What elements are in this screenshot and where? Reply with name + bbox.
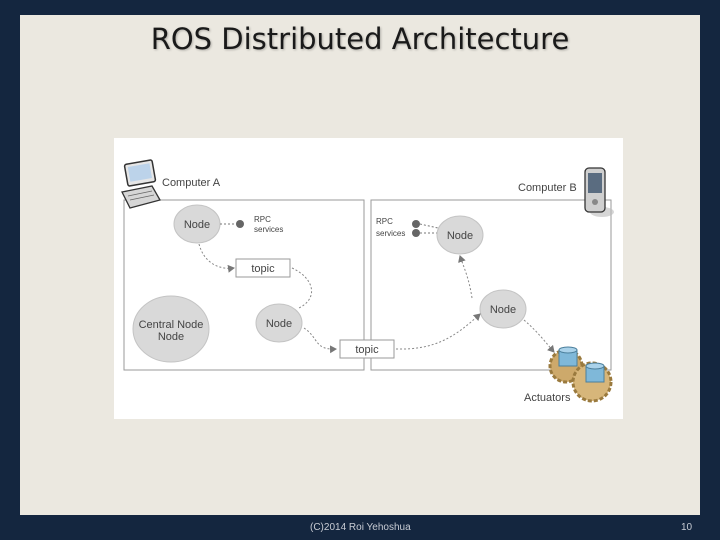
node-a-bottom: [255, 303, 303, 343]
node-b-top: [436, 215, 484, 255]
central-node-label-2: Node: [158, 331, 184, 343]
topic-a-label: topic: [251, 263, 275, 275]
flow-node-b-mid-to-actuators: [523, 319, 555, 353]
slide-number: 10: [681, 522, 693, 533]
node-b-mid: [479, 289, 527, 329]
central-node: [132, 295, 210, 363]
rpc-b-port-2: [412, 229, 420, 237]
rpc-a-port: [236, 220, 244, 228]
node-b-top-label: Node: [447, 230, 473, 242]
rpc-b-port-1: [412, 220, 420, 228]
computer-a-label: Computer A: [162, 177, 221, 189]
rpc-b-label-1: RPC: [376, 217, 393, 226]
laptop-icon: [121, 159, 161, 209]
slide-title: ROS Distributed Architecture: [150, 22, 570, 56]
pda-icon: [584, 167, 614, 217]
node-a-top-label: Node: [184, 219, 210, 231]
flow-node-b-top: [458, 255, 473, 299]
topic-b-label: topic: [355, 344, 379, 356]
diagram-canvas: Computer A Computer B Node RPC services …: [121, 159, 614, 404]
rpc-a-label-1: RPC: [254, 215, 271, 224]
central-node-label-1: Central Node: [139, 319, 204, 331]
flow-node-a-bottom-to-topic-b: [303, 327, 337, 354]
node-b-mid-label: Node: [490, 304, 516, 316]
node-a-bottom-label: Node: [266, 318, 292, 330]
actuators-label: Actuators: [524, 392, 571, 404]
computer-a-boundary: [123, 199, 365, 371]
rpc-b-label-2: services: [376, 229, 405, 238]
rpc-a-label-2: services: [254, 225, 283, 234]
computer-b-label: Computer B: [518, 182, 577, 194]
footer-copyright: (C)2014 Roi Yehoshua: [310, 522, 411, 533]
topic-b-box: [339, 339, 395, 359]
flow-node-a-bottom-to-topic-a: [291, 267, 313, 309]
actuators-icon: [548, 346, 613, 403]
flow-topic-b-to-node-b-mid: [395, 313, 481, 350]
topic-a-box: [235, 258, 291, 278]
flow-node-a-to-topic-a: [198, 243, 235, 273]
computer-b-boundary: [370, 199, 612, 371]
architecture-diagram: Computer A Computer B Node RPC services …: [114, 138, 623, 419]
